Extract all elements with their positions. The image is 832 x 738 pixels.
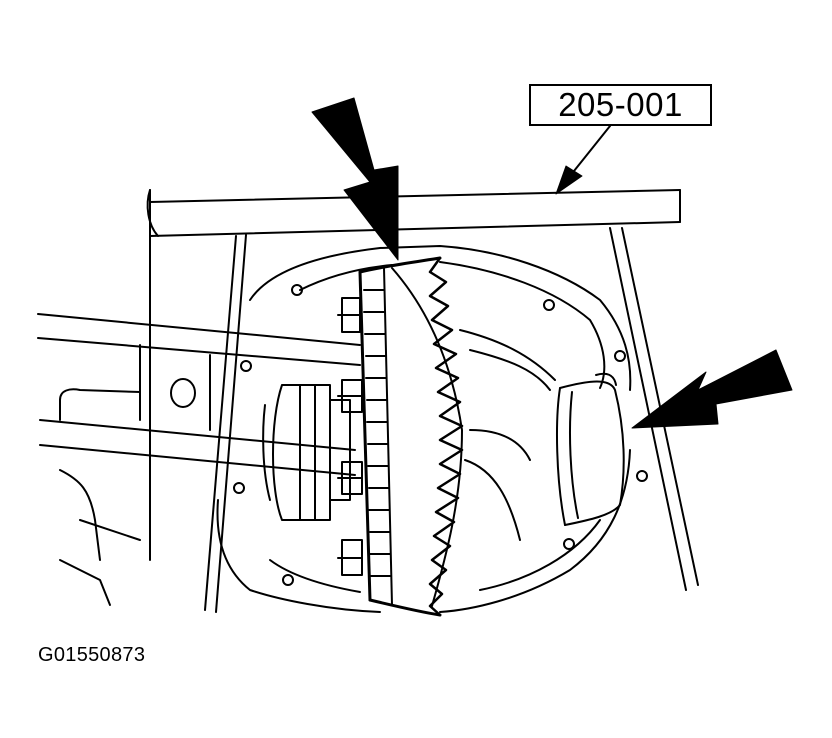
housing-inner xyxy=(459,329,556,541)
pinion-hub xyxy=(262,384,351,521)
leader-arrow-icon xyxy=(555,125,611,195)
figure-id: G01550873 xyxy=(38,644,146,666)
tool-number-callout: 205-001 xyxy=(529,84,712,126)
differential-case xyxy=(556,372,625,526)
axle-tubes xyxy=(37,313,361,476)
tool-number-label: 205-001 xyxy=(558,86,683,123)
arrow-down-left-icon xyxy=(631,349,793,429)
arrow-down-right-icon xyxy=(311,97,399,261)
ring-gear-bolts xyxy=(337,297,363,576)
ring-gear xyxy=(358,256,464,617)
tool-bar xyxy=(146,189,681,561)
lower-mount xyxy=(59,469,141,606)
carrier-housing xyxy=(216,245,648,613)
